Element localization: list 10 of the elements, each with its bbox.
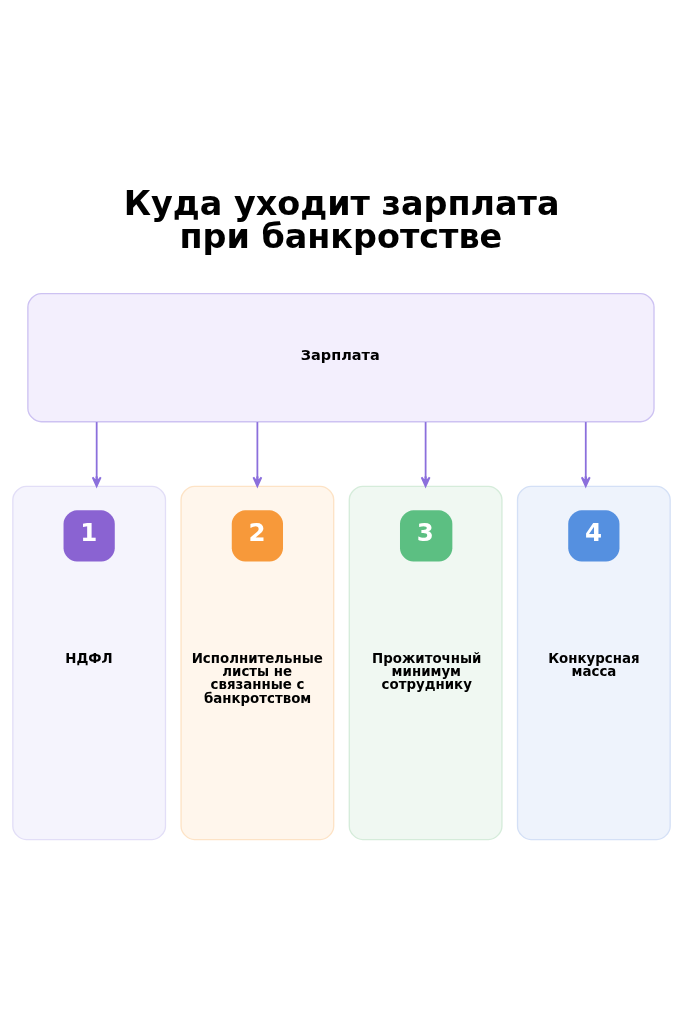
arrow <box>91 421 102 488</box>
node-box: Зарплата <box>27 292 655 423</box>
node-box: 3 Прожиточный минимум сотруднику <box>348 485 503 841</box>
node-box: 2 Исполнительные листы не связанные с банкротством <box>180 485 335 841</box>
diagram-title: Куда уходит зарплата при банкротстве <box>123 183 560 256</box>
arrow <box>420 421 431 488</box>
node-box: 1 НДФЛ <box>12 485 167 841</box>
arrow <box>580 421 591 488</box>
arrow <box>252 421 263 488</box>
node-box: 4 Конкурсная масса <box>516 485 671 841</box>
